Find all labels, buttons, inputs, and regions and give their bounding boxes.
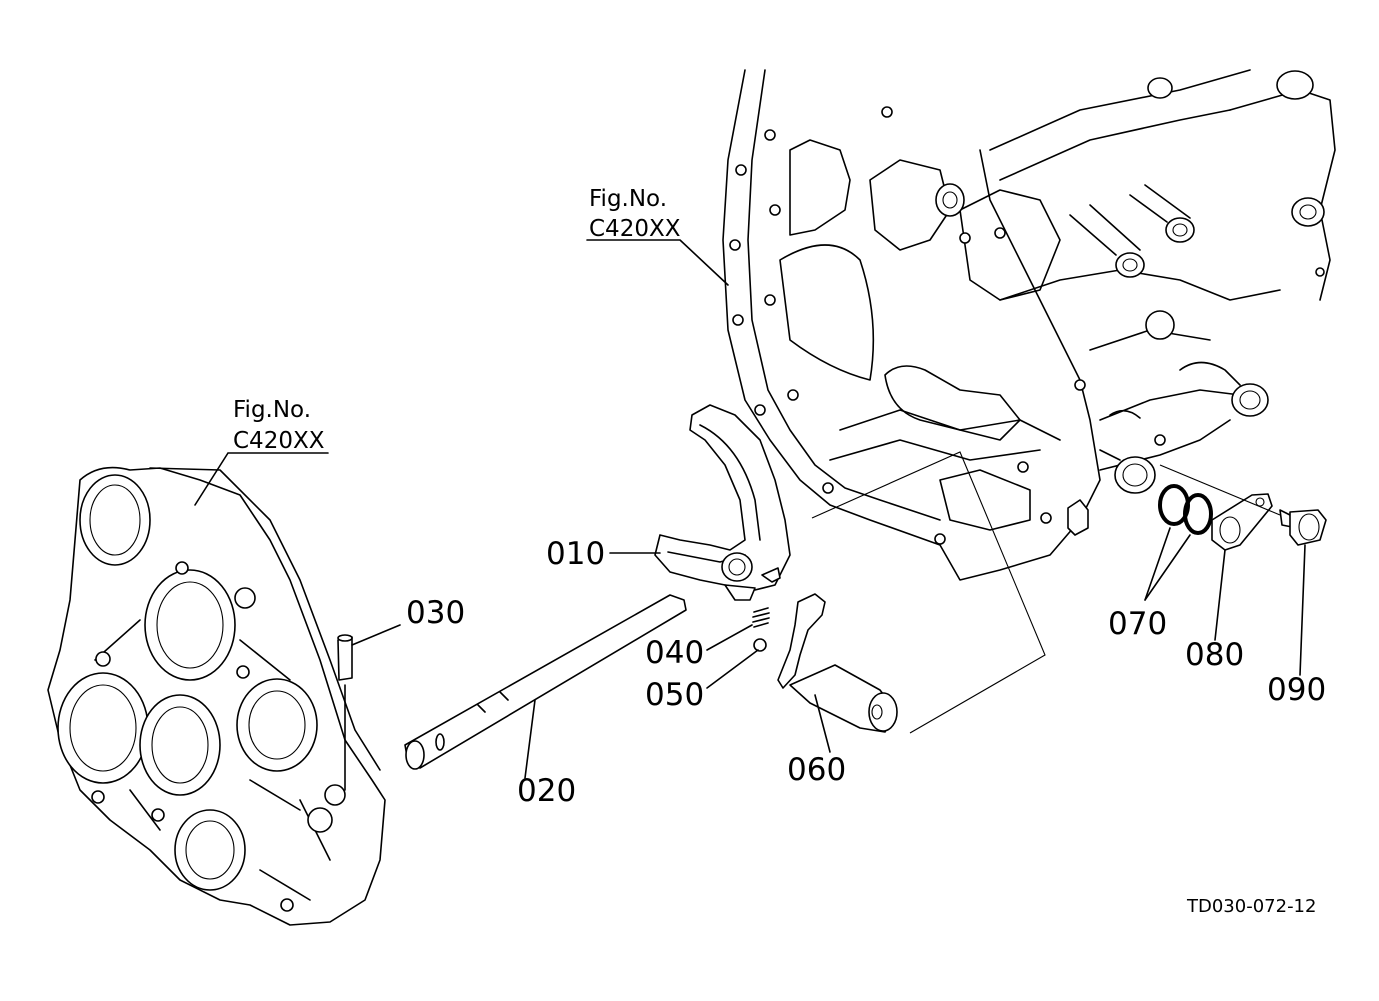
fig-ref-lower-underline — [194, 452, 329, 506]
detent-ball — [753, 638, 767, 652]
fig-ref-lower: Fig.No. C420XX — [233, 397, 325, 454]
flange-bolt-holes — [729, 106, 1325, 545]
shift-fork — [654, 404, 791, 601]
drawing-code: TD030-072-12 — [1186, 896, 1316, 917]
gasket — [1211, 493, 1273, 551]
front-cover-plate — [47, 466, 386, 926]
fig-ref-upper: Fig.No. C420XX — [589, 186, 681, 242]
bolt-axis-line — [1159, 464, 1281, 516]
fig-ref-lower-label: Fig.No. — [233, 397, 311, 423]
fig-ref-upper-code: C420XX — [589, 216, 681, 242]
shift-rod — [404, 594, 687, 770]
part-label-060: 060 — [787, 752, 846, 788]
leader-lines — [344, 527, 1306, 791]
part-label-050: 050 — [645, 677, 704, 713]
part-label-030: 030 — [406, 595, 465, 631]
spring-pin — [337, 634, 353, 681]
part-label-090: 090 — [1267, 672, 1326, 708]
part-label-080: 080 — [1185, 637, 1244, 673]
fig-ref-upper-underline — [586, 239, 729, 286]
part-label-040: 040 — [645, 635, 704, 671]
fig-ref-upper-label: Fig.No. — [589, 186, 667, 212]
o-rings — [1158, 484, 1213, 535]
shift-arm — [777, 593, 898, 733]
transmission-housing — [722, 69, 1336, 734]
detent-spring — [752, 607, 770, 628]
hex-bolt — [1279, 509, 1327, 546]
part-label-070: 070 — [1108, 606, 1167, 642]
part-label-010: 010 — [546, 536, 605, 572]
part-label-020: 020 — [517, 773, 576, 809]
fig-ref-lower-code: C420XX — [233, 428, 325, 454]
